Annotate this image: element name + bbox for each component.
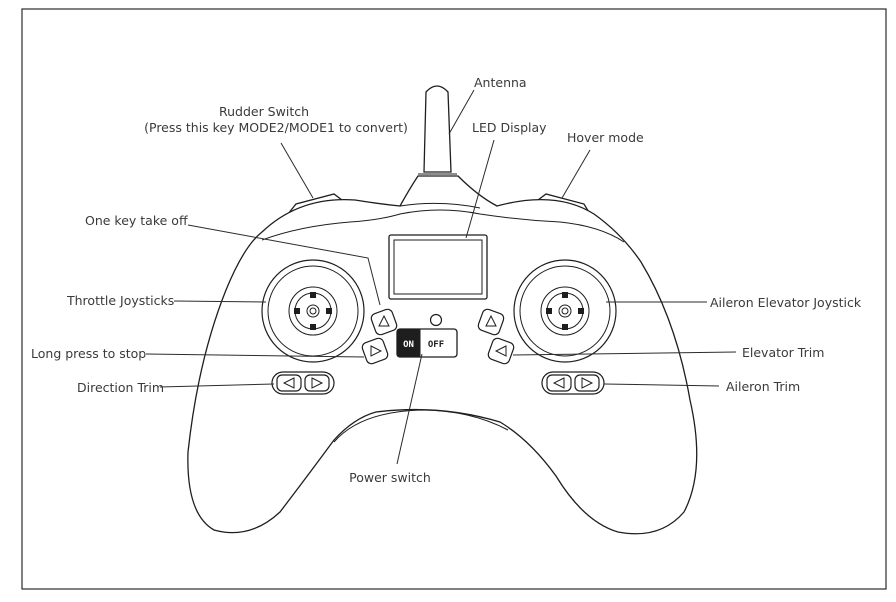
elevator-trim-label: Elevator Trim	[742, 345, 824, 360]
right-arrow-icon	[311, 377, 324, 389]
aileron-elevator-joystick-label: Aileron Elevator Joystick	[710, 295, 862, 310]
right-arrow-icon	[370, 345, 383, 357]
aileron-trim-buttons	[541, 371, 605, 395]
direction-trim-buttons	[271, 371, 335, 395]
aileron-trim-label: Aileron Trim	[726, 379, 800, 394]
hover-mode-label: Hover mode	[567, 130, 644, 145]
power-switch-on-label: ON	[403, 340, 414, 350]
right-arrow-icon	[581, 377, 594, 389]
rudder-switch-label: Rudder Switch	[219, 104, 309, 119]
led-display-label: LED Display	[472, 120, 547, 135]
take-off-button	[370, 308, 398, 336]
led-display	[388, 234, 488, 300]
throttle-joystick	[261, 259, 365, 363]
antenna-label: Antenna	[474, 75, 527, 90]
one-key-take-off-label: One key take off	[85, 213, 188, 228]
power-switch-off-label: OFF	[428, 340, 444, 350]
antenna	[418, 85, 457, 175]
elevator-trim-up-button	[477, 308, 505, 336]
left-arrow-icon	[552, 377, 565, 389]
elevator-trim-down-button	[487, 337, 515, 365]
direction-trim-label: Direction Trim	[77, 380, 164, 395]
left-arrow-icon	[282, 377, 295, 389]
power-switch: ON OFF	[396, 328, 458, 358]
left-arrow-icon	[494, 345, 507, 357]
up-arrow-icon	[378, 314, 390, 327]
up-arrow-icon	[485, 314, 497, 327]
figure-frame	[21, 8, 887, 590]
power-switch-label: Power switch	[349, 470, 431, 485]
leader-lines	[145, 89, 737, 465]
aileron-elevator-joystick	[513, 259, 617, 363]
stop-button	[361, 337, 389, 365]
led-indicator	[429, 313, 443, 327]
rudder-switch-hint: (Press this key MODE2/MODE1 to convert)	[144, 120, 408, 135]
throttle-joysticks-label: Throttle Joysticks	[66, 293, 174, 308]
long-press-to-stop-label: Long press to stop	[31, 346, 146, 361]
